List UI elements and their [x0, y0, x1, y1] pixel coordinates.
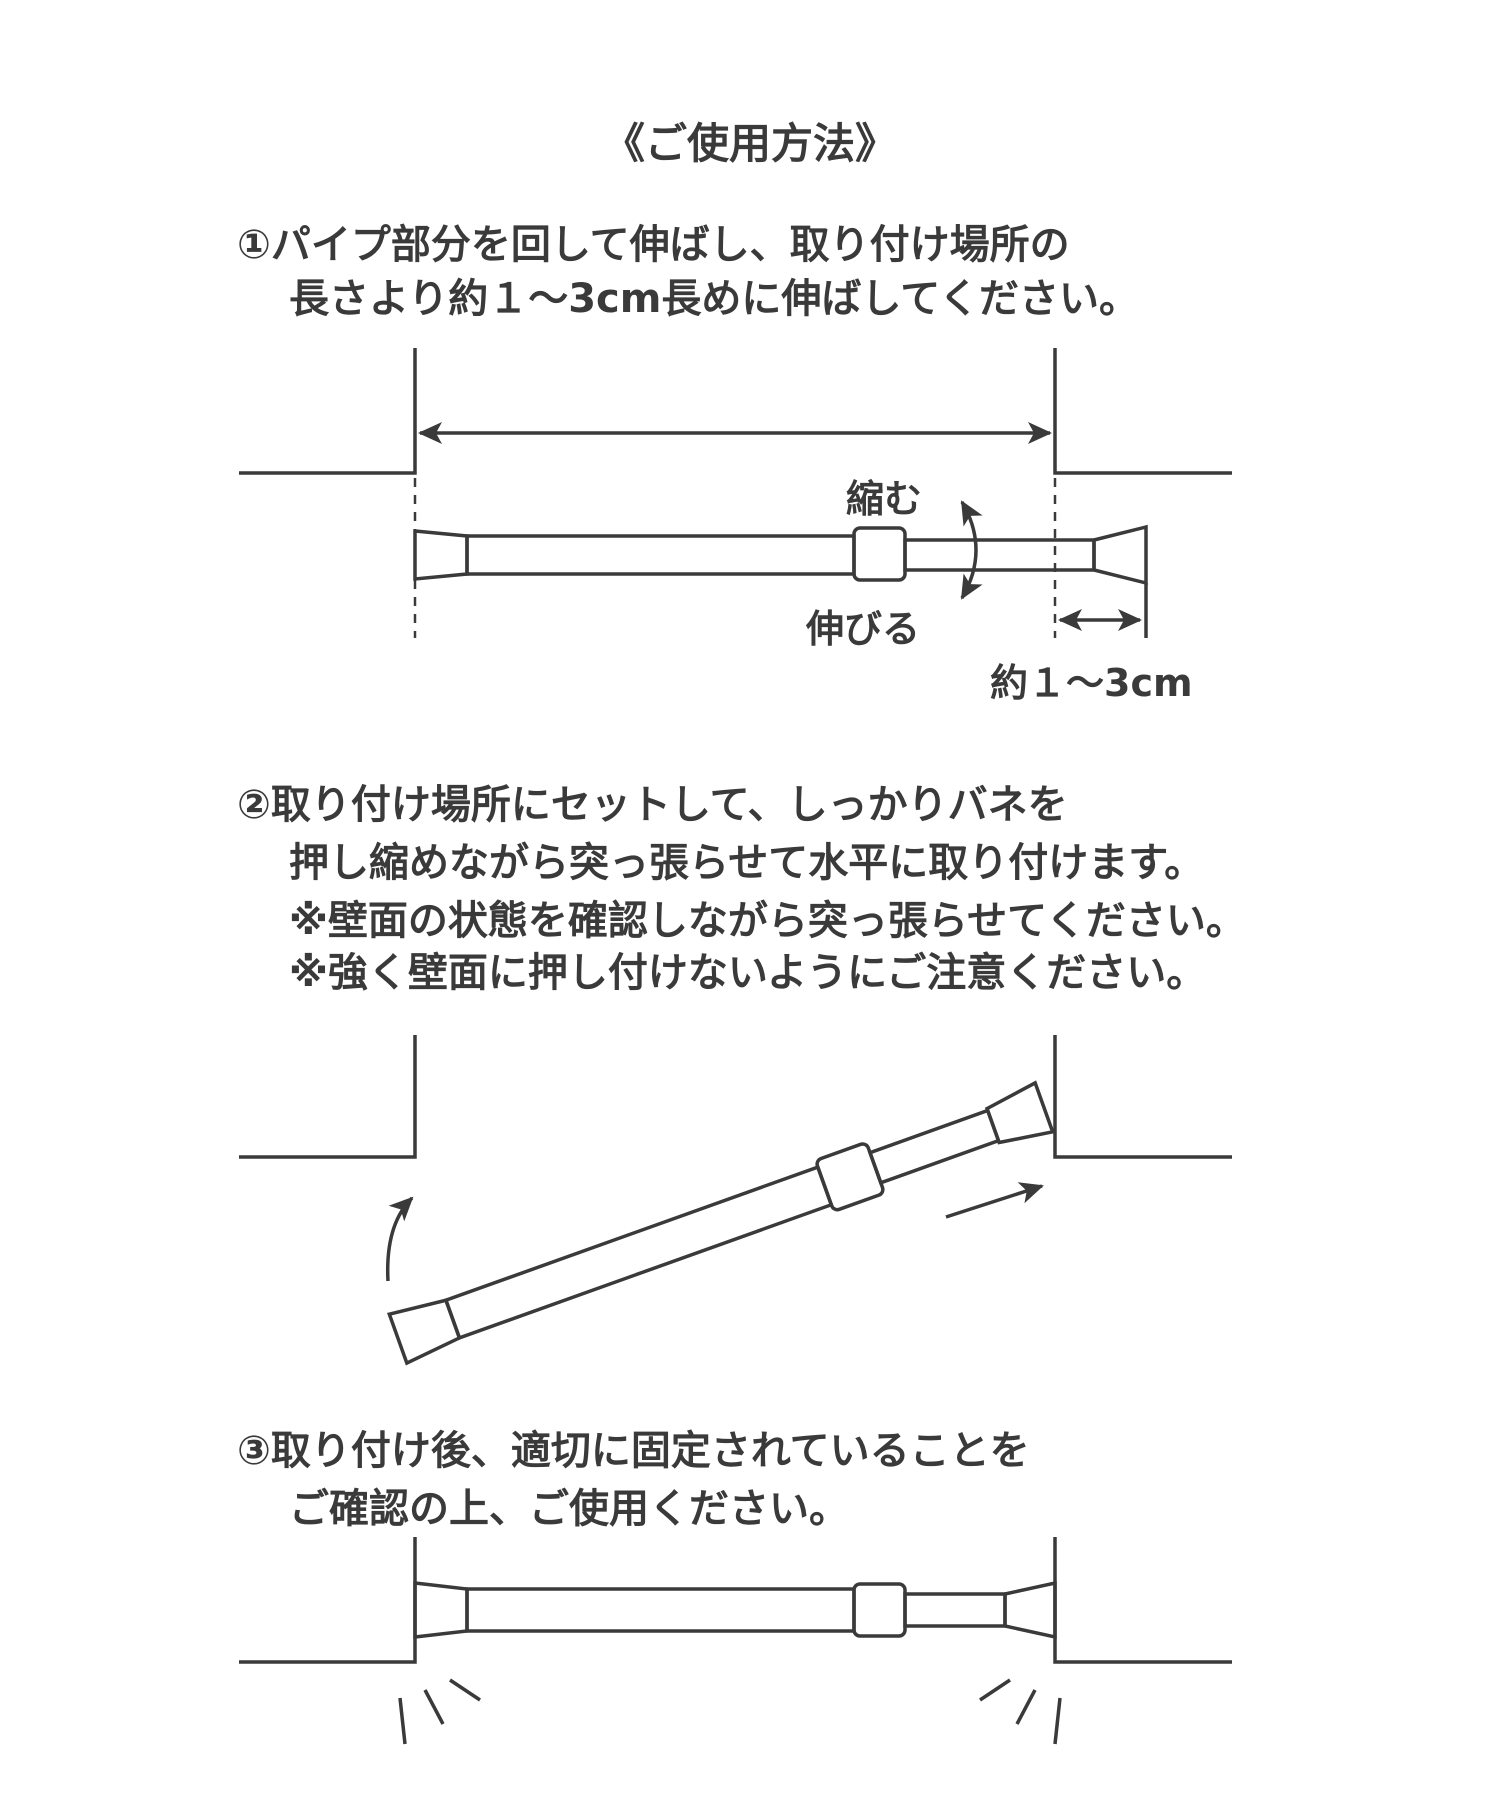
rotate-arrow-icon [960, 500, 983, 600]
rod-extended [413, 524, 1148, 586]
diagram-1 [239, 348, 1232, 638]
rod-installed [413, 1580, 1057, 1640]
push-arrow-icon [945, 1182, 1044, 1219]
length-label: 約１～3cm [990, 661, 1193, 705]
impact-marks-left [398, 1678, 481, 1745]
page-title: 《ご使用方法》 [602, 119, 897, 168]
step3-line1: ③取り付け後、適切に固定されていることを [237, 1428, 1030, 1474]
wall-right [1053, 1035, 1232, 1159]
wall-left [239, 348, 417, 475]
diagram-3 [239, 1537, 1232, 1745]
step2-line2: 押し縮めながら突っ張らせて水平に取り付けます。 [289, 840, 1205, 886]
wall-right [1053, 1537, 1232, 1664]
step2-note2: ※強く壁面に押し付けないようにご注意ください。 [289, 950, 1207, 996]
diagram-2 [239, 1035, 1232, 1366]
wall-left [239, 1035, 417, 1159]
extend-label: 伸びる [806, 607, 921, 651]
step3-line2: ご確認の上、ご使用ください。 [289, 1486, 849, 1532]
step1-line2: 長さより約１～3cm長めに伸ばしてください。 [289, 276, 1140, 322]
lift-arrow-icon [385, 1196, 414, 1282]
step1-line1: ①パイプ部分を回して伸ばし、取り付け場所の [237, 222, 1070, 268]
wall-left [239, 1537, 417, 1664]
step2-note1: ※壁面の状態を確認しながら突っ張らせてください。 [289, 898, 1246, 944]
shrink-label: 縮む [846, 477, 923, 521]
step2-line1: ②取り付け場所にセットして、しっかりバネを [237, 782, 1068, 828]
wall-right [1053, 348, 1232, 475]
impact-marks-right [979, 1678, 1062, 1745]
rod-tilted [387, 1080, 1056, 1366]
